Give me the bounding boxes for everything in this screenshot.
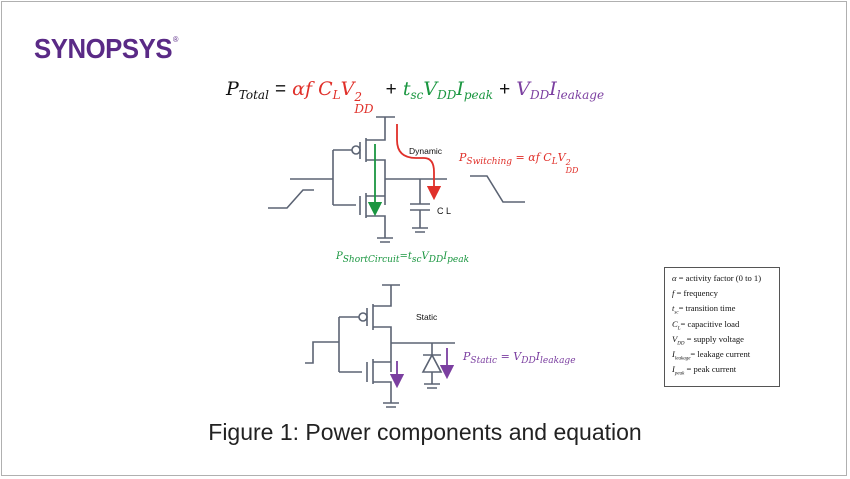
- static-pmos-bubble: [358, 312, 368, 322]
- static-input-wire: [305, 341, 339, 364]
- static-pmos-drain: [373, 326, 392, 372]
- p-total: PTotal: [226, 78, 269, 102]
- diode-ground: [424, 383, 440, 389]
- legend-row-leakage: Ileakage= leakage current: [672, 348, 751, 362]
- static-nmos-source: [373, 381, 392, 403]
- legend-row-transition: tsc= transition time: [672, 303, 736, 317]
- output-falling-waveform: [470, 175, 525, 203]
- legend-row-alpha: α = activity factor (0 to 1): [672, 273, 762, 283]
- pmos-source: [366, 117, 386, 141]
- nmos-source: [366, 215, 386, 238]
- legend-row-frequency: f = frequency: [672, 288, 718, 299]
- legend-row-peak: Ipeak = peak current: [672, 364, 737, 377]
- short-circuit-power-formula: PShortCircuit=tscVDDIpeak: [336, 251, 470, 265]
- legend-row-capacitance: CL= capacitive load: [672, 318, 740, 332]
- diode-triangle: [421, 353, 443, 373]
- cap-ground: [412, 227, 428, 233]
- pmos-drain: [366, 159, 386, 205]
- load-capacitor: [410, 203, 430, 211]
- input-rising-waveform: [268, 189, 314, 209]
- pmos-bubble: [351, 145, 361, 155]
- cl-label: C L: [437, 206, 452, 216]
- static-ground: [383, 402, 399, 408]
- leakage-term: VDDIleakage: [516, 78, 605, 102]
- static-power-formula: PStatic = VDDIleakage: [463, 350, 576, 366]
- variable-legend: α = activity factor (0 to 1) f = frequen…: [664, 267, 780, 387]
- equals-sign: =: [274, 79, 287, 100]
- dynamic-label: Dynamic: [409, 146, 443, 156]
- static-label: Static: [416, 312, 438, 322]
- short-circuit-term: tscVDDIpeak: [402, 78, 494, 102]
- figure-caption: Figure 1: Power components and equation: [208, 419, 642, 445]
- plus-sign: +: [499, 79, 511, 100]
- ground-symbol: [377, 237, 393, 243]
- plus-sign: +: [385, 79, 397, 100]
- legend-row-voltage: VDD = supply voltage: [672, 333, 744, 347]
- dynamic-current-arrow: [396, 124, 442, 201]
- static-pmos-source: [373, 285, 392, 307]
- synopsys-logo: SYNOPSYS®: [34, 33, 178, 64]
- static-inverter: [305, 284, 455, 408]
- dynamic-inverter: [268, 116, 525, 243]
